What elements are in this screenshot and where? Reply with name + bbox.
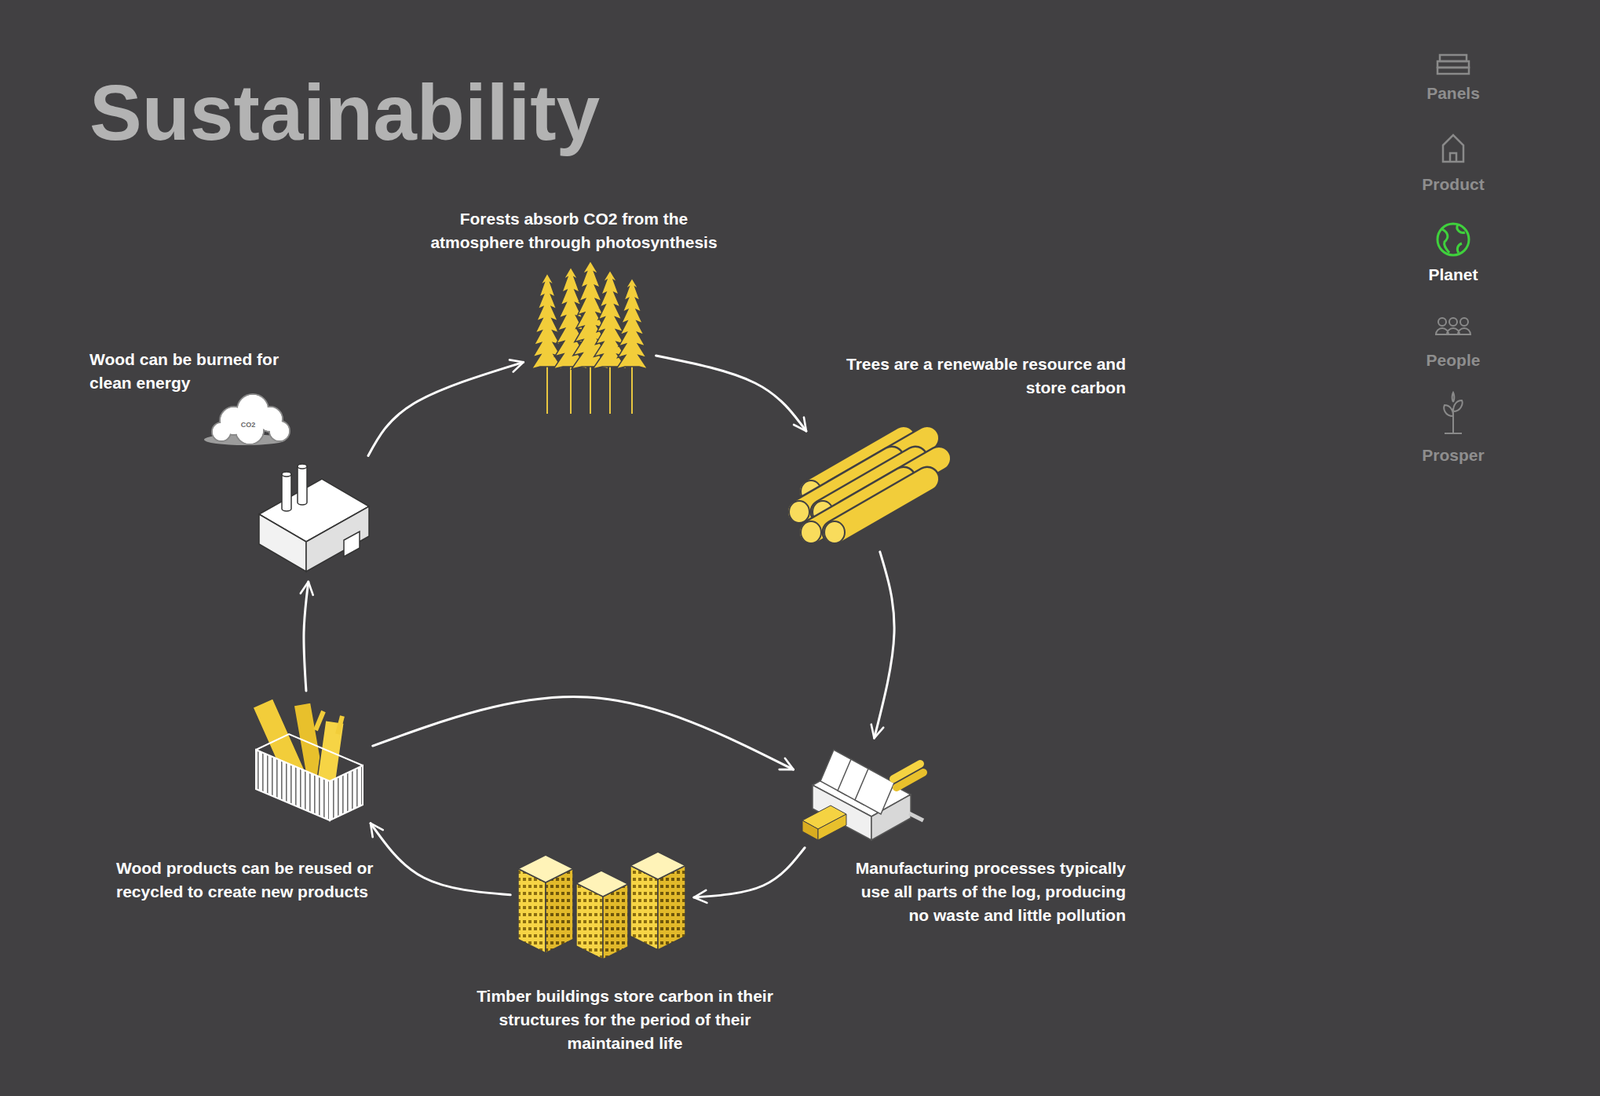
sawmill-icon bbox=[802, 749, 924, 841]
cycle-arrow bbox=[303, 581, 309, 691]
smoke-cloud bbox=[211, 394, 290, 445]
cycle-arrow bbox=[874, 551, 895, 738]
people-icon bbox=[1435, 317, 1471, 335]
cycle-stage: Manufacturing processes typically use al… bbox=[800, 745, 927, 843]
timber-buildings-icon bbox=[518, 869, 546, 954]
power-plant-icon bbox=[281, 471, 292, 477]
page-title: Sustainability bbox=[89, 69, 600, 156]
timber-buildings-icon bbox=[630, 851, 686, 880]
recycling-crate-icon bbox=[255, 734, 363, 766]
stage-caption: Timber buildings store carbon in their s… bbox=[467, 984, 782, 1056]
menu-item: Product bbox=[1421, 174, 1484, 194]
cycle-stage: Wood can be burned for clean energy bbox=[252, 461, 376, 574]
power-plant-icon bbox=[306, 506, 369, 572]
people-icon bbox=[1435, 328, 1471, 335]
cycle-arrow bbox=[372, 697, 794, 771]
emission-label: CO2 bbox=[241, 420, 256, 431]
stage-caption: Wood can be burned for clean energy bbox=[89, 347, 306, 395]
timber-buildings-icon bbox=[545, 869, 574, 954]
stage-caption: Manufacturing processes typically use al… bbox=[851, 856, 1126, 928]
sawmill-icon bbox=[909, 813, 924, 821]
sawmill-icon bbox=[896, 772, 924, 788]
smoke-cloud bbox=[212, 394, 289, 444]
log-pile-icon bbox=[789, 500, 810, 523]
forest-icon bbox=[531, 260, 648, 414]
log-pile-icon bbox=[800, 521, 822, 544]
sawmill-icon bbox=[802, 820, 819, 841]
cycle-arrow bbox=[656, 355, 807, 432]
stage-caption: Trees are a renewable resource and store… bbox=[843, 352, 1126, 400]
people-icon bbox=[1460, 317, 1469, 326]
prosper-icon bbox=[1443, 392, 1462, 434]
smoke-cloud bbox=[236, 416, 264, 444]
timber-buildings-icon bbox=[657, 865, 686, 951]
recycling-crate-icon bbox=[337, 715, 343, 735]
log-pile-icon bbox=[834, 478, 928, 533]
recycling-crate-icon bbox=[255, 749, 330, 821]
planet-icon bbox=[1442, 224, 1465, 253]
log-pile-icon bbox=[824, 521, 845, 544]
planet-icon bbox=[1437, 223, 1469, 256]
cycle-stage: Wood products can be reused or recycled … bbox=[252, 698, 366, 822]
cycle-arrow bbox=[368, 361, 524, 456]
power-plant-icon bbox=[281, 474, 292, 512]
stage-caption: Forests absorb CO2 from the atmosphere t… bbox=[416, 207, 731, 255]
recycling-crate-icon bbox=[252, 698, 363, 821]
smoke-cloud bbox=[270, 421, 289, 441]
log-pile-icon bbox=[834, 478, 928, 533]
timber-buildings-icon bbox=[518, 851, 686, 960]
product-icon bbox=[1442, 135, 1464, 162]
forest-icon bbox=[616, 277, 648, 369]
menu-item-active: Planet bbox=[1428, 264, 1478, 285]
smoke-cloud bbox=[212, 423, 231, 441]
menu-item: Panels bbox=[1426, 83, 1480, 103]
prosper-icon bbox=[1443, 392, 1462, 434]
power-plant-icon bbox=[259, 514, 307, 572]
stage-caption: Wood products can be reused or recycled … bbox=[116, 856, 380, 904]
power-plant-icon bbox=[343, 531, 360, 557]
cycle-stage: Trees are a renewable resource and store… bbox=[793, 436, 945, 545]
side-menu-icons bbox=[1435, 54, 1471, 434]
sawmill-icon bbox=[818, 814, 847, 841]
panels-icon bbox=[1437, 67, 1469, 74]
sawmill-icon bbox=[854, 768, 895, 815]
recycling-crate-icon bbox=[315, 711, 324, 731]
power-plant-icon bbox=[259, 463, 369, 572]
cycle-stage: Forests absorb CO2 from the atmosphere t… bbox=[530, 260, 649, 414]
timber-buildings-icon bbox=[630, 865, 658, 951]
timber-buildings-icon bbox=[518, 854, 574, 883]
power-plant-icon bbox=[297, 463, 307, 469]
recycling-crate-icon bbox=[329, 765, 363, 821]
log-pile-icon bbox=[789, 438, 939, 544]
menu-item: Prosper bbox=[1421, 445, 1484, 465]
timber-buildings-icon bbox=[576, 870, 629, 897]
smoke-cloud bbox=[204, 394, 290, 446]
people-icon bbox=[1449, 317, 1458, 326]
power-plant-icon bbox=[297, 466, 307, 505]
planet-icon bbox=[1437, 223, 1469, 256]
cycle-stage: Timber buildings store carbon in their s… bbox=[518, 865, 687, 961]
panels-icon bbox=[1439, 54, 1467, 62]
cycle-arrow bbox=[370, 823, 511, 895]
cycle-arrow bbox=[694, 847, 805, 898]
panels-icon bbox=[1437, 54, 1469, 74]
menu-item: People bbox=[1426, 350, 1481, 370]
people-icon bbox=[1438, 317, 1447, 326]
